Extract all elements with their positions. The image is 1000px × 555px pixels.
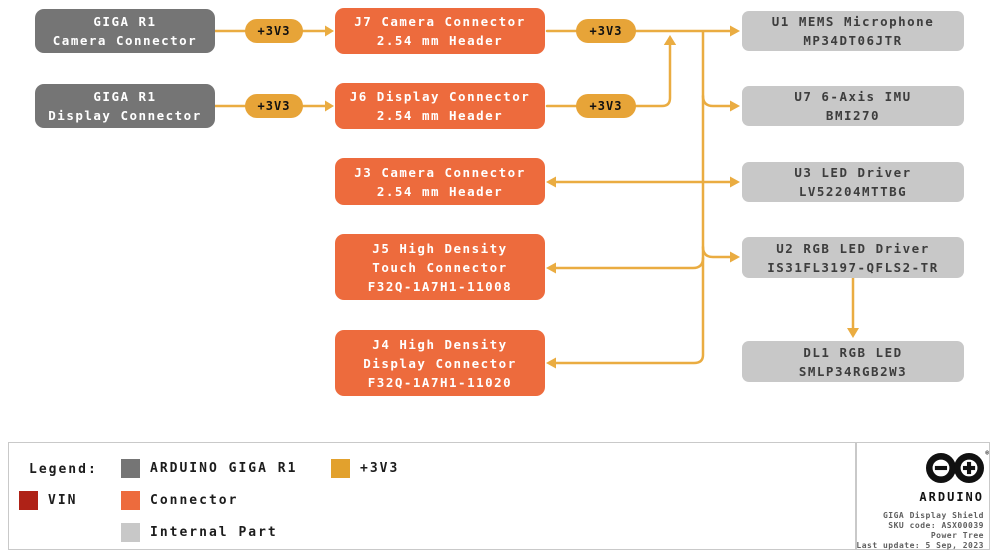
footer-info: GIGA Display Shield SKU code: ASX00039 P… [834, 511, 984, 551]
node-label: J5 High Density [372, 240, 508, 256]
legend-item-label: Internal Part [150, 524, 278, 540]
footer-info-line: SKU code: ASX00039 [888, 521, 984, 530]
arrow-into-j7 [325, 25, 334, 37]
node-giga-r1-display-connector: GIGA R1 Display Connector [35, 84, 215, 128]
node-label: SMLP34RGB2W3 [798, 363, 908, 379]
node-u7-imu: U7 6-Axis IMU BMI270 [742, 86, 964, 126]
arrow-into-u7 [730, 100, 740, 112]
node-label: F32Q-1A7H1-11020 [367, 374, 513, 390]
node-label: MP34DT06JTR [803, 33, 903, 48]
legend-swatch-internal-part [121, 522, 140, 542]
legend-title: Legend: [29, 459, 98, 479]
legend-item-label: +3V3 [360, 460, 400, 476]
node-label: GIGA R1 [93, 89, 157, 104]
legend-item-3v3: +3V3 [331, 458, 399, 478]
legend-swatch-arduino-giga-r1 [121, 458, 140, 478]
node-label: J7 Camera Connector [354, 14, 526, 29]
node-giga-r1-camera-connector: GIGA R1 Camera Connector [35, 9, 215, 53]
node-label: DL1 RGB LED [803, 344, 903, 360]
power-pill-3v3: +3V3 [576, 19, 636, 43]
wire-j6-to-rail [545, 43, 672, 108]
node-label: F32Q-1A7H1-11008 [367, 278, 513, 294]
node-label: IS31FL3197-QFLS2-TR [767, 259, 939, 275]
arduino-wordmark: ARDUINO [919, 490, 984, 504]
arrow-into-u1 [730, 25, 740, 37]
arrow-up-into-rail [663, 35, 677, 45]
node-label: 2.54 mm Header [376, 108, 504, 123]
node-u3-led-driver: U3 LED Driver LV52204MTTBG [742, 162, 964, 202]
node-label: Camera Connector [52, 33, 198, 48]
legend-item-vin: VIN [19, 490, 77, 510]
node-u2-rgb-led-driver: U2 RGB LED Driver IS31FL3197-QFLS2-TR [742, 237, 964, 278]
wire-rail-to-j5 [554, 256, 705, 270]
legend-swatch-vin [19, 490, 38, 510]
legend-panel: Legend: ARDUINO GIGA R1 +3V3 VIN Connect… [8, 442, 990, 550]
arrow-into-j4 [546, 357, 556, 369]
footer-info-line: Last update: 5 Sep, 2023 [856, 541, 984, 550]
arduino-logo-icon [926, 453, 984, 483]
arrow-into-j5 [546, 262, 556, 274]
node-label: LV52204MTTBG [798, 184, 908, 199]
node-u1-mems-microphone: U1 MEMS Microphone MP34DT06JTR [742, 11, 964, 51]
node-j5-touch-connector: J5 High Density Touch Connector F32Q-1A7… [335, 234, 545, 300]
node-label: U2 RGB LED Driver [776, 240, 930, 256]
footer-info-line: GIGA Display Shield [882, 511, 984, 520]
legend-item-label: Connector [150, 492, 239, 508]
node-j7-camera-connector: J7 Camera Connector 2.54 mm Header [335, 8, 545, 54]
power-pill-3v3: +3V3 [245, 19, 303, 43]
node-label: U3 LED Driver [794, 165, 912, 180]
node-j6-display-connector: J6 Display Connector 2.54 mm Header [335, 83, 545, 129]
node-label: J4 High Density [372, 336, 508, 352]
node-label: J3 Camera Connector [354, 164, 526, 180]
legend-item-label: ARDUINO GIGA R1 [150, 460, 298, 476]
legend-divider [855, 442, 857, 549]
registered-mark: ® [985, 450, 989, 457]
legend-swatch-3v3 [331, 458, 350, 478]
legend-item-arduino-giga-r1: ARDUINO GIGA R1 [121, 458, 297, 478]
legend-item-label: VIN [48, 492, 78, 508]
legend-item-internal-part: Internal Part [121, 522, 278, 542]
footer-info-line: Power Tree [930, 531, 984, 540]
wire-rail-to-u2 [701, 245, 732, 259]
node-dl1-rgb-led: DL1 RGB LED SMLP34RGB2W3 [742, 341, 964, 382]
power-pill-3v3: +3V3 [576, 94, 636, 118]
wire-main-rail-to-j4 [554, 30, 705, 365]
legend-title-label: Legend: [29, 461, 98, 477]
legend-item-connector: Connector [121, 490, 238, 510]
node-label: 2.54 mm Header [376, 33, 504, 48]
power-pill-3v3: +3V3 [245, 94, 303, 118]
node-label: Display Connector [363, 355, 517, 371]
node-label: BMI270 [825, 108, 881, 123]
brand-block: ® ARDUINO GIGA Display Shield SKU code: … [834, 450, 989, 551]
arrow-into-dl1 [847, 328, 859, 338]
node-label: 2.54 mm Header [376, 183, 504, 199]
node-label: J6 Display Connector [349, 89, 531, 104]
arrowheads [325, 25, 859, 369]
wire-rail-to-u7 [701, 94, 732, 108]
node-j3-camera-connector: J3 Camera Connector 2.54 mm Header [335, 158, 545, 205]
node-label: Display Connector [48, 108, 202, 123]
node-label: U1 MEMS Microphone [771, 14, 935, 29]
node-j4-display-connector: J4 High Density Display Connector F32Q-1… [335, 330, 545, 396]
arrow-into-j6 [325, 100, 334, 112]
arrow-into-u3 [730, 176, 740, 188]
node-label: Touch Connector [372, 259, 508, 275]
arrow-into-u2 [730, 251, 740, 263]
arrow-into-j3 [546, 176, 556, 188]
legend-swatch-connector [121, 490, 140, 510]
node-label: GIGA R1 [93, 14, 157, 29]
node-label: U7 6-Axis IMU [794, 89, 912, 104]
